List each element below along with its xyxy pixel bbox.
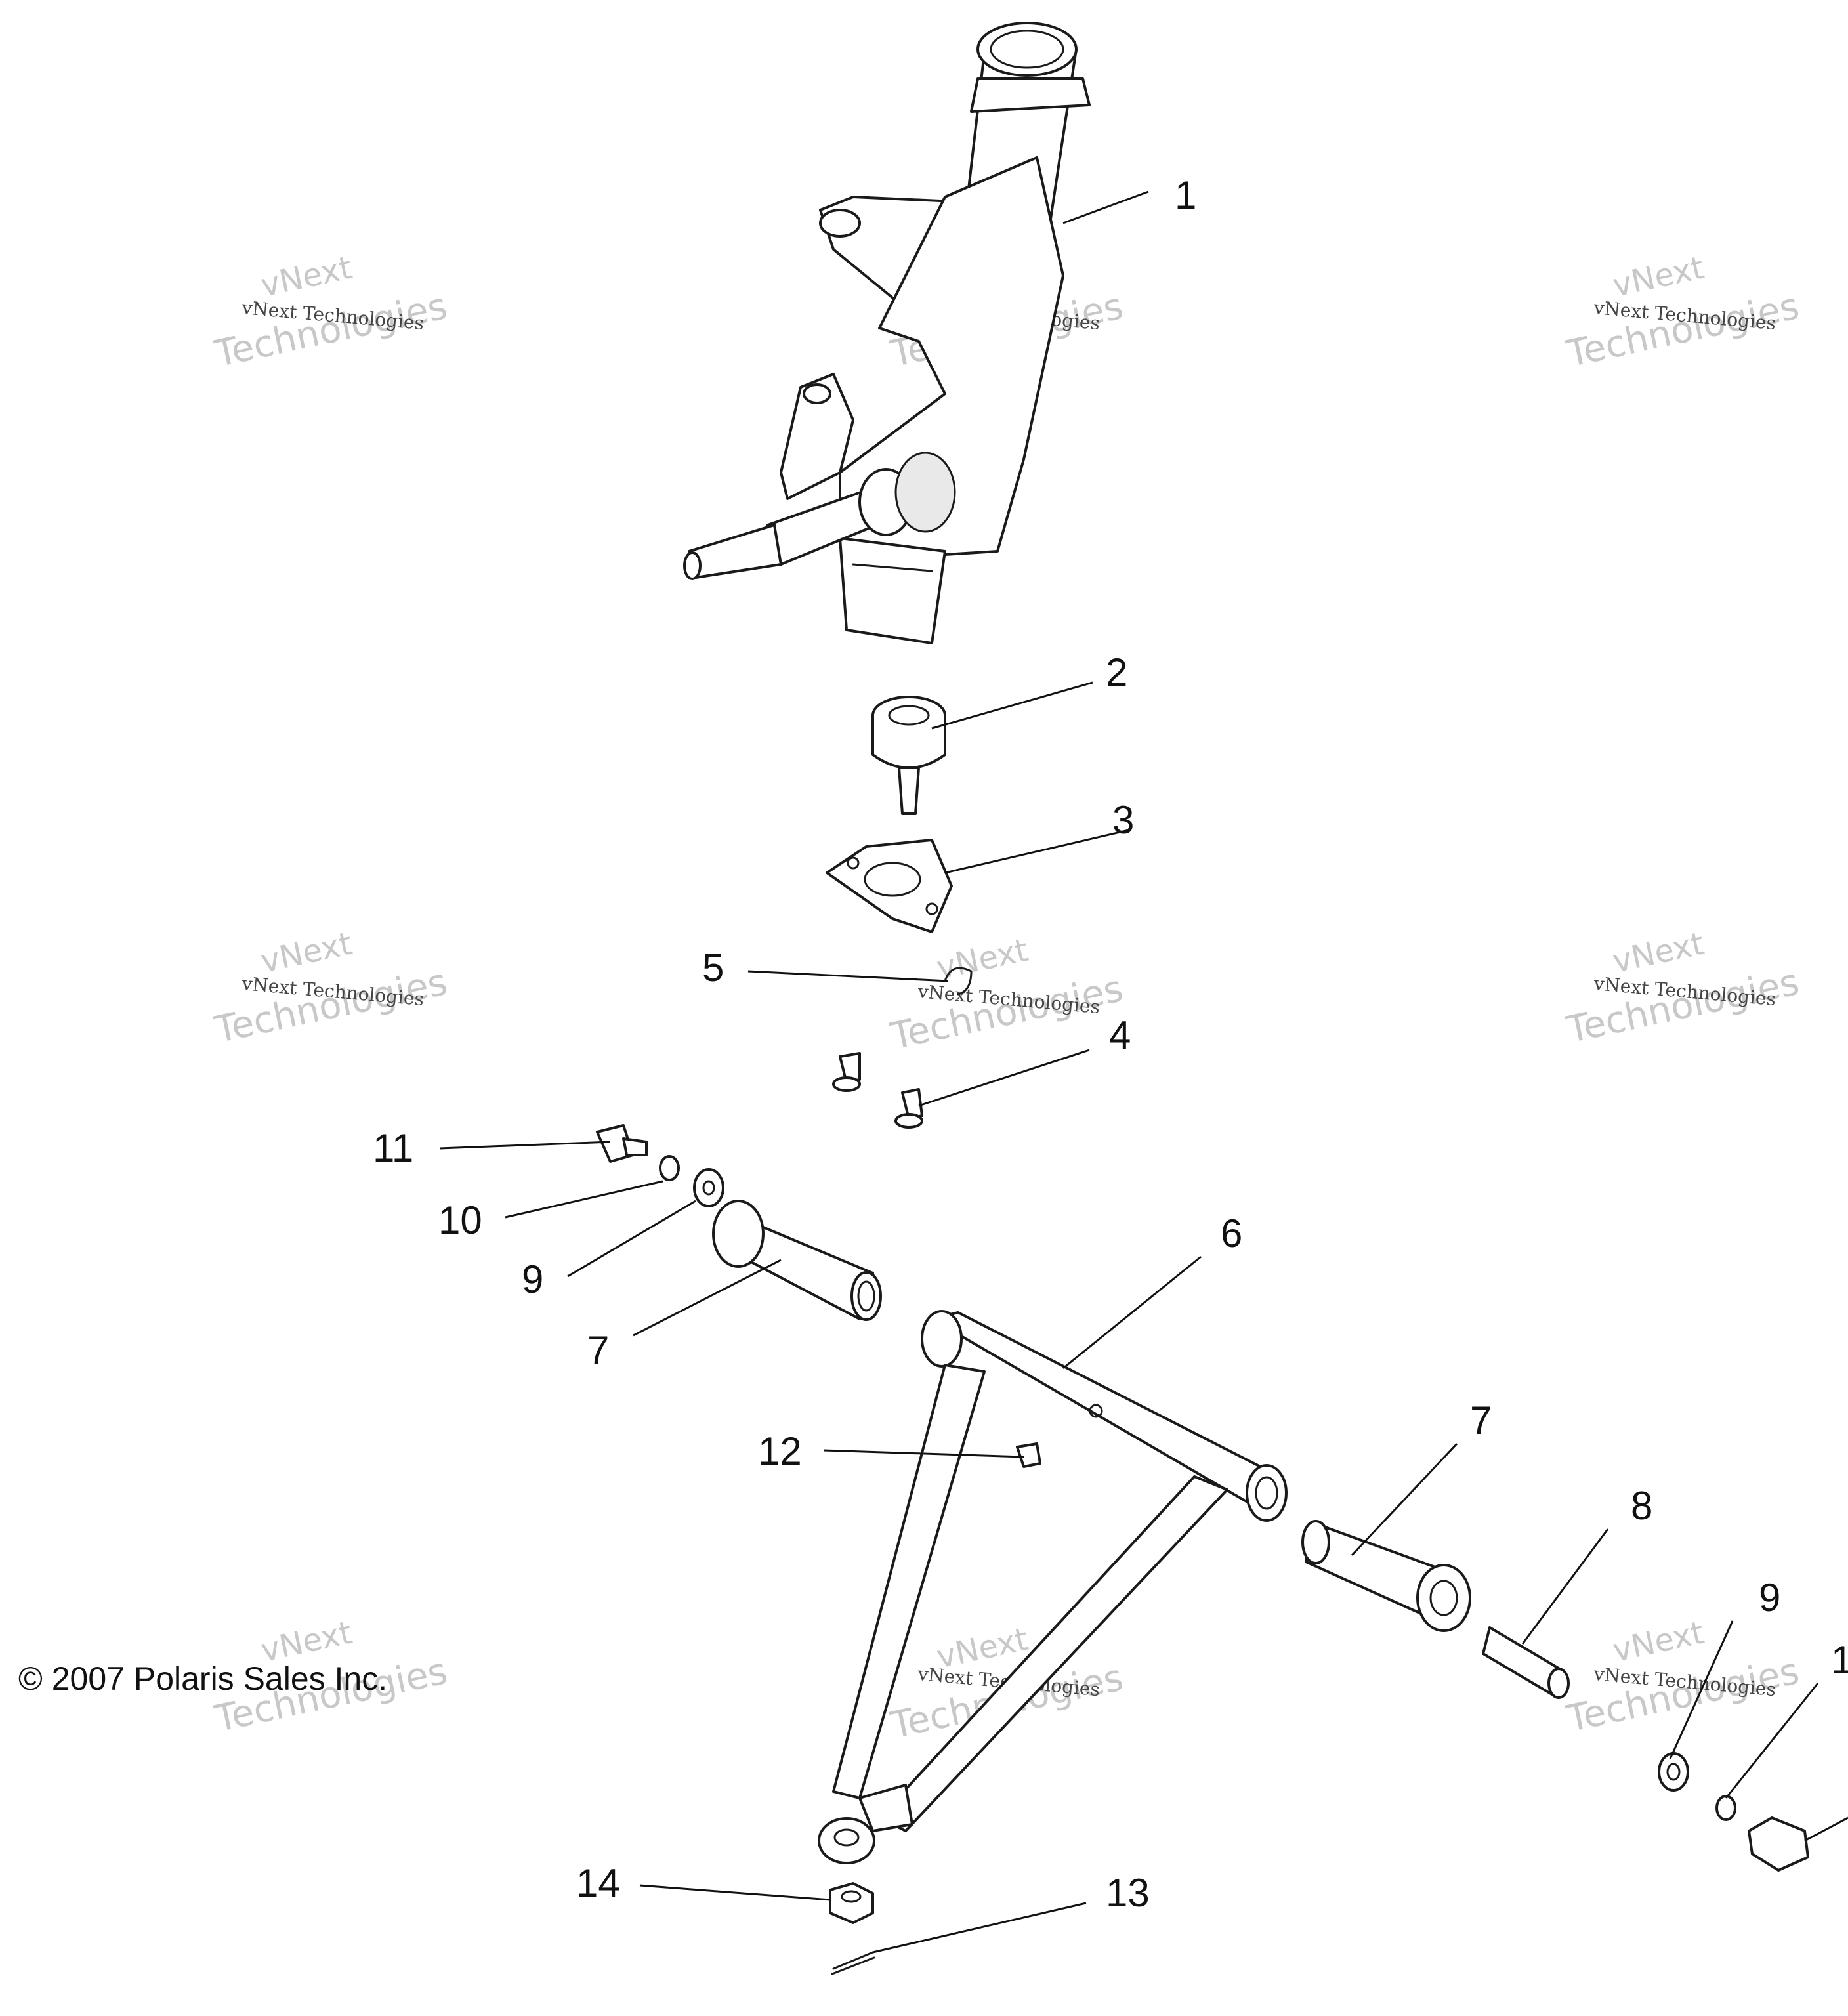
watermark-brand: vNext xyxy=(1610,1614,1708,1670)
part-7-bushing-left xyxy=(712,1200,882,1321)
leader-14 xyxy=(639,1884,831,1901)
callout-8: 8 xyxy=(1631,1484,1652,1528)
watermark-brand: vNext xyxy=(1610,925,1708,980)
leader-6 xyxy=(1062,1255,1202,1370)
leader-1 xyxy=(1062,190,1149,224)
callout-7-right: 7 xyxy=(1470,1398,1492,1442)
part-10-lock-washer xyxy=(659,1155,680,1181)
watermark-brand: vNext xyxy=(258,925,356,980)
copyright-notice: © 2007 Polaris Sales Inc. xyxy=(18,1660,387,1697)
callout-13: 13 xyxy=(1106,1871,1150,1915)
part-1-spindle xyxy=(683,22,1091,644)
watermark-brand: vNext xyxy=(258,249,356,304)
part-4-bolts xyxy=(832,1052,923,1129)
part-5-clip xyxy=(944,967,973,996)
callout-12: 12 xyxy=(758,1429,802,1473)
part-11-bolt xyxy=(596,1124,648,1163)
watermark-brand: vNext xyxy=(1610,249,1708,304)
leader-9-right xyxy=(1669,1620,1734,1759)
callout-10-right: 1 xyxy=(1831,1638,1848,1682)
leader-3 xyxy=(944,829,1129,874)
leader-10-right xyxy=(1725,1683,1819,1799)
callout-9-left: 9 xyxy=(522,1257,543,1301)
callout-4: 4 xyxy=(1109,1013,1131,1057)
leader-4 xyxy=(918,1049,1090,1107)
callout-7-left: 7 xyxy=(587,1328,609,1372)
callout-numbers: 1 2 3 5 4 11 10 9 7 6 12 7 8 9 1 14 13 xyxy=(373,173,1848,1915)
leader-lines xyxy=(439,190,1848,1954)
callout-5: 5 xyxy=(702,946,724,990)
part-6-a-arm xyxy=(818,1310,1288,1864)
leader-11 xyxy=(439,1141,611,1150)
part-11-bolt-right xyxy=(1748,1816,1809,1872)
leader-7-left xyxy=(633,1259,782,1337)
callout-10: 10 xyxy=(438,1198,482,1242)
callout-6: 6 xyxy=(1221,1211,1242,1255)
leader-7-right xyxy=(1351,1442,1458,1557)
watermark: vNext Technologies xyxy=(887,932,1127,1059)
leader-5 xyxy=(747,970,949,982)
callout-14: 14 xyxy=(576,1861,620,1905)
callout-1: 1 xyxy=(1175,173,1196,217)
leader-11-right xyxy=(1804,1816,1848,1842)
part-9-washer-left xyxy=(693,1168,724,1208)
part-9-washer-right xyxy=(1658,1752,1689,1792)
leader-2 xyxy=(931,681,1093,730)
leader-9-left xyxy=(567,1200,696,1278)
part-2-ball-joint xyxy=(872,696,946,815)
callout-11: 11 xyxy=(373,1126,413,1170)
part-3-flange-plate xyxy=(826,839,953,933)
callout-3: 3 xyxy=(1112,798,1134,842)
leader-12 xyxy=(823,1449,1024,1458)
part-10-lock-washer-right xyxy=(1715,1795,1736,1821)
callout-9-right: 9 xyxy=(1759,1576,1780,1620)
leader-13 xyxy=(872,1902,1087,1954)
leader-8 xyxy=(1521,1528,1609,1645)
part-12-grease-fitting xyxy=(1016,1442,1041,1468)
part-8-sleeve xyxy=(1482,1626,1570,1699)
leader-10 xyxy=(505,1180,663,1219)
part-13-cotter-pin xyxy=(831,1951,875,1975)
watermark-brand: vNext xyxy=(934,932,1032,987)
part-14-castle-nut xyxy=(829,1882,874,1924)
callout-2: 2 xyxy=(1106,650,1127,694)
part-7-bushing-right xyxy=(1301,1520,1471,1632)
